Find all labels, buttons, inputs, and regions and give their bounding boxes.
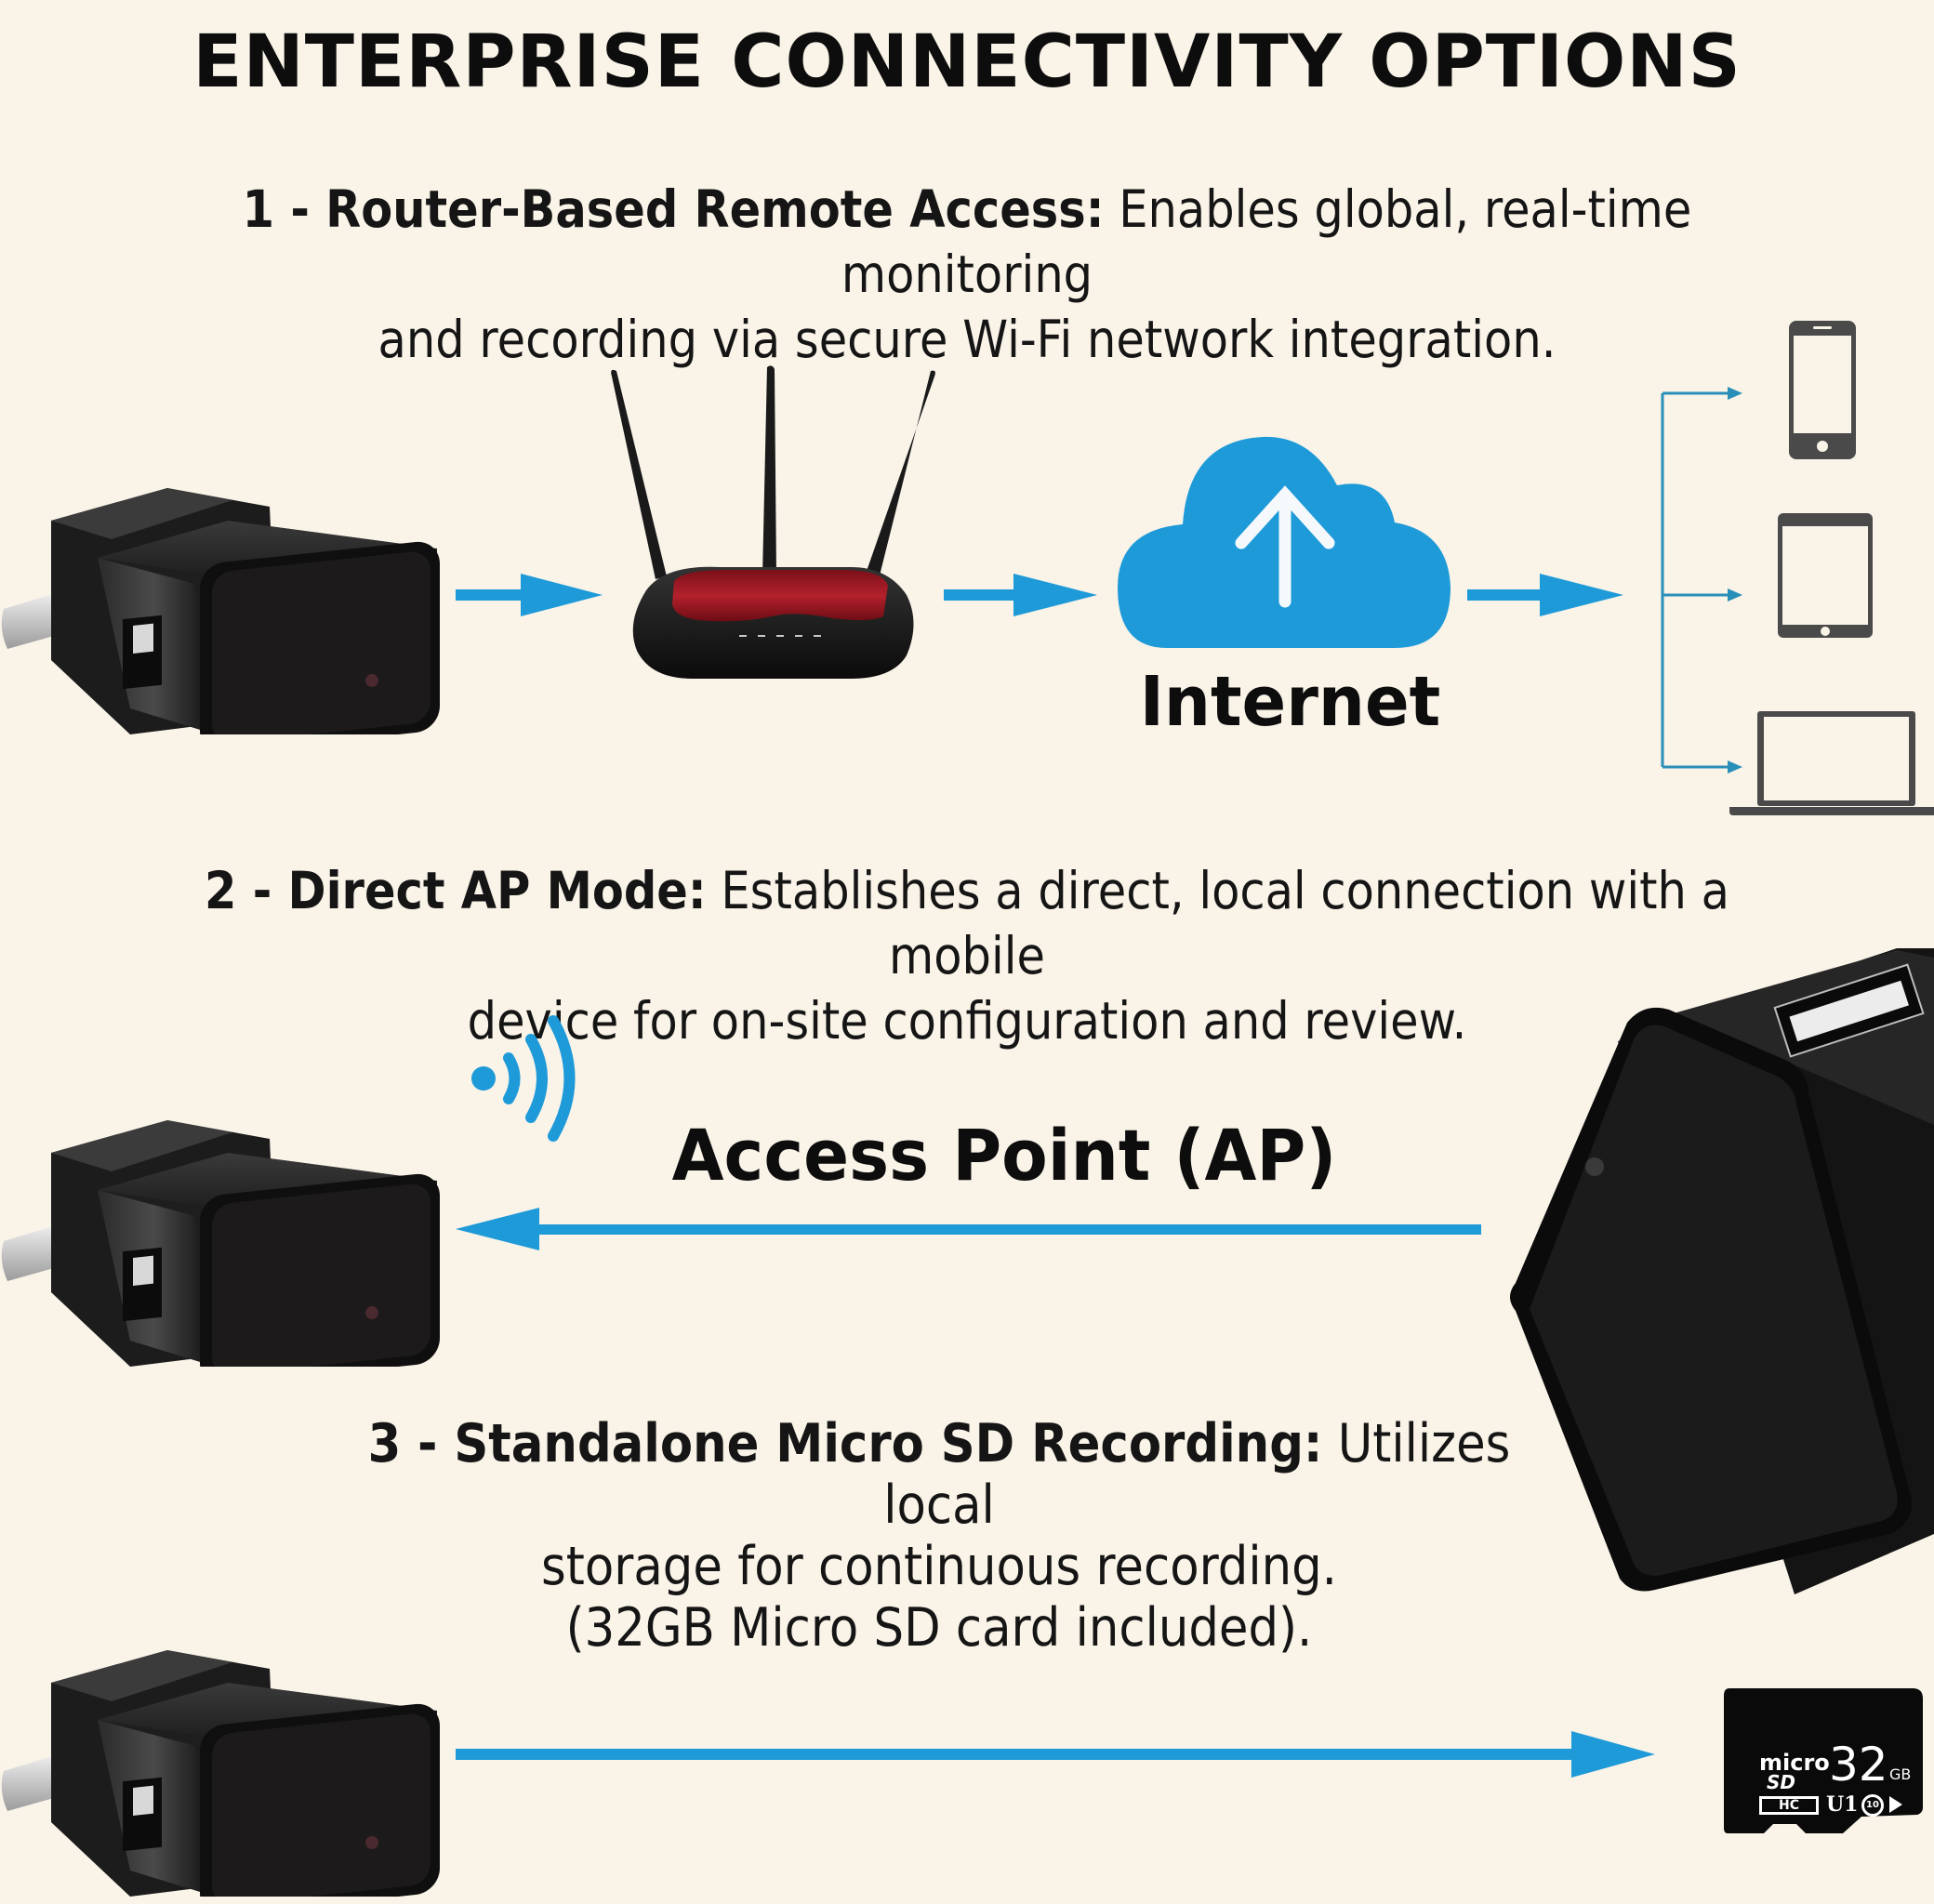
large-charger-camera-icon — [1510, 948, 1934, 1594]
camera-charger-3-icon — [0, 1599, 442, 1897]
section-1-description: 1 - Router-Based Remote Access: Enables … — [180, 177, 1754, 372]
sd-play-icon — [1889, 1796, 1902, 1813]
section-1-body-1: Enables global, real-time monitoring — [841, 179, 1692, 304]
section-3-body-1: Utilizes local — [883, 1413, 1511, 1536]
arrow-cloud-to-devices — [1467, 574, 1623, 616]
sd-capacity: 32 — [1829, 1738, 1888, 1792]
section-3-heading: 3 - Standalone Micro SD Recording: — [367, 1413, 1323, 1474]
section-2-body-1: Establishes a direct, local connection w… — [706, 861, 1729, 985]
section-3-description: 3 - Standalone Micro SD Recording: Utili… — [345, 1413, 1533, 1659]
sd-brand2: SD — [1767, 1771, 1796, 1793]
section-3-body-3: (32GB Micro SD card included). — [565, 1597, 1313, 1659]
laptop-icon — [1729, 711, 1934, 815]
section-1-heading: 1 - Router-Based Remote Access: — [242, 179, 1105, 239]
internet-label: Internet — [1139, 662, 1441, 742]
access-point-label: Access Point (AP) — [671, 1114, 1337, 1197]
arrow-ap-to-charger — [456, 1208, 1481, 1250]
section-3-body-2: storage for continuous recording. — [541, 1536, 1337, 1597]
micro-sd-card-icon: micro SD 32 GB HC U1 10 — [1722, 1686, 1927, 1835]
sd-unit: GB — [1889, 1765, 1912, 1783]
distribution-bracket — [1661, 387, 1742, 774]
camera-charger-2-icon — [0, 1069, 442, 1367]
arrow-charger-to-router — [456, 574, 603, 616]
tablet-icon — [1778, 513, 1873, 638]
arrow-charger-to-sd — [456, 1731, 1655, 1778]
smartphone-icon — [1789, 321, 1856, 459]
arrow-router-to-cloud — [944, 574, 1097, 616]
section-2-description: 2 - Direct AP Mode: Establishes a direct… — [180, 858, 1754, 1053]
camera-charger-1-icon — [0, 437, 442, 734]
sd-brand: micro — [1759, 1750, 1830, 1776]
sd-speed-class: 10 — [1861, 1794, 1884, 1817]
sd-uhs: U1 — [1826, 1792, 1859, 1817]
page-title: ENTERPRISE CONNECTIVITY OPTIONS — [192, 20, 1742, 104]
section-2-heading: 2 - Direct AP Mode: — [205, 861, 707, 920]
section-1-body-2: and recording via secure Wi-Fi network i… — [378, 310, 1556, 369]
wifi-signal-icon — [471, 1015, 576, 1142]
router-icon — [611, 365, 935, 679]
cloud-upload-icon — [1118, 436, 1450, 648]
section-2-body-2: device for on-site configuration and rev… — [467, 991, 1467, 1051]
sd-class: HC — [1759, 1796, 1819, 1815]
